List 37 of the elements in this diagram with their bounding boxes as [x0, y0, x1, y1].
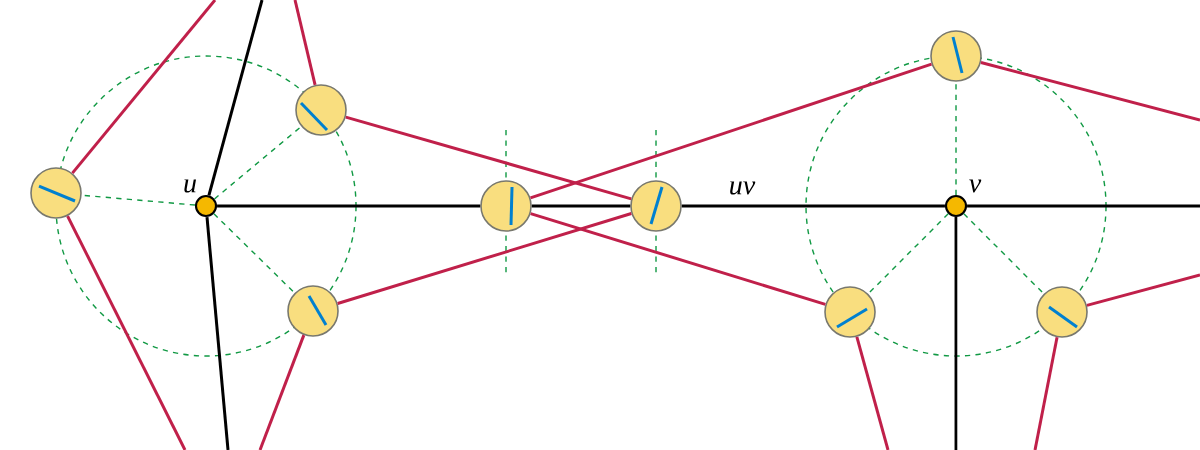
- edge-line: [66, 215, 187, 450]
- edge-line: [205, 216, 230, 450]
- edge-line: [1086, 273, 1200, 307]
- guide-spoke: [963, 213, 1045, 295]
- gadget-circle: [480, 180, 532, 232]
- vertex-label: v: [969, 179, 982, 193]
- edge-line: [980, 61, 1200, 122]
- vertex-dot: [194, 194, 218, 218]
- edge-line: [71, 0, 217, 175]
- guide-spoke: [867, 213, 949, 295]
- guide-spoke: [213, 125, 302, 200]
- gadget-circle: [930, 30, 982, 82]
- guide-spoke: [213, 213, 296, 294]
- edge-line: [217, 204, 481, 208]
- edge-label: uv: [727, 179, 758, 197]
- gadget-circle: [30, 167, 82, 219]
- edge-line: [207, 0, 264, 196]
- guide-spoke: [955, 81, 957, 196]
- edge-line: [530, 62, 932, 200]
- gadget-circle: [630, 180, 682, 232]
- gadget-circle: [295, 84, 347, 136]
- gadget-circle: [1036, 286, 1088, 338]
- vertex-label: u: [184, 179, 196, 193]
- edge-line: [337, 212, 632, 305]
- vertex-dot: [944, 194, 968, 218]
- gadget-circle: [287, 285, 339, 337]
- edge-line: [1033, 337, 1059, 450]
- edge-line: [258, 334, 306, 450]
- edge-line: [967, 204, 1200, 208]
- edge-line: [530, 212, 826, 306]
- gadget-circle: [824, 286, 876, 338]
- edge-line: [293, 0, 317, 86]
- edge-line: [345, 115, 632, 201]
- edge-line: [531, 204, 631, 208]
- edge-line: [681, 204, 945, 208]
- edge-line: [855, 336, 890, 450]
- edge-line: [954, 217, 958, 450]
